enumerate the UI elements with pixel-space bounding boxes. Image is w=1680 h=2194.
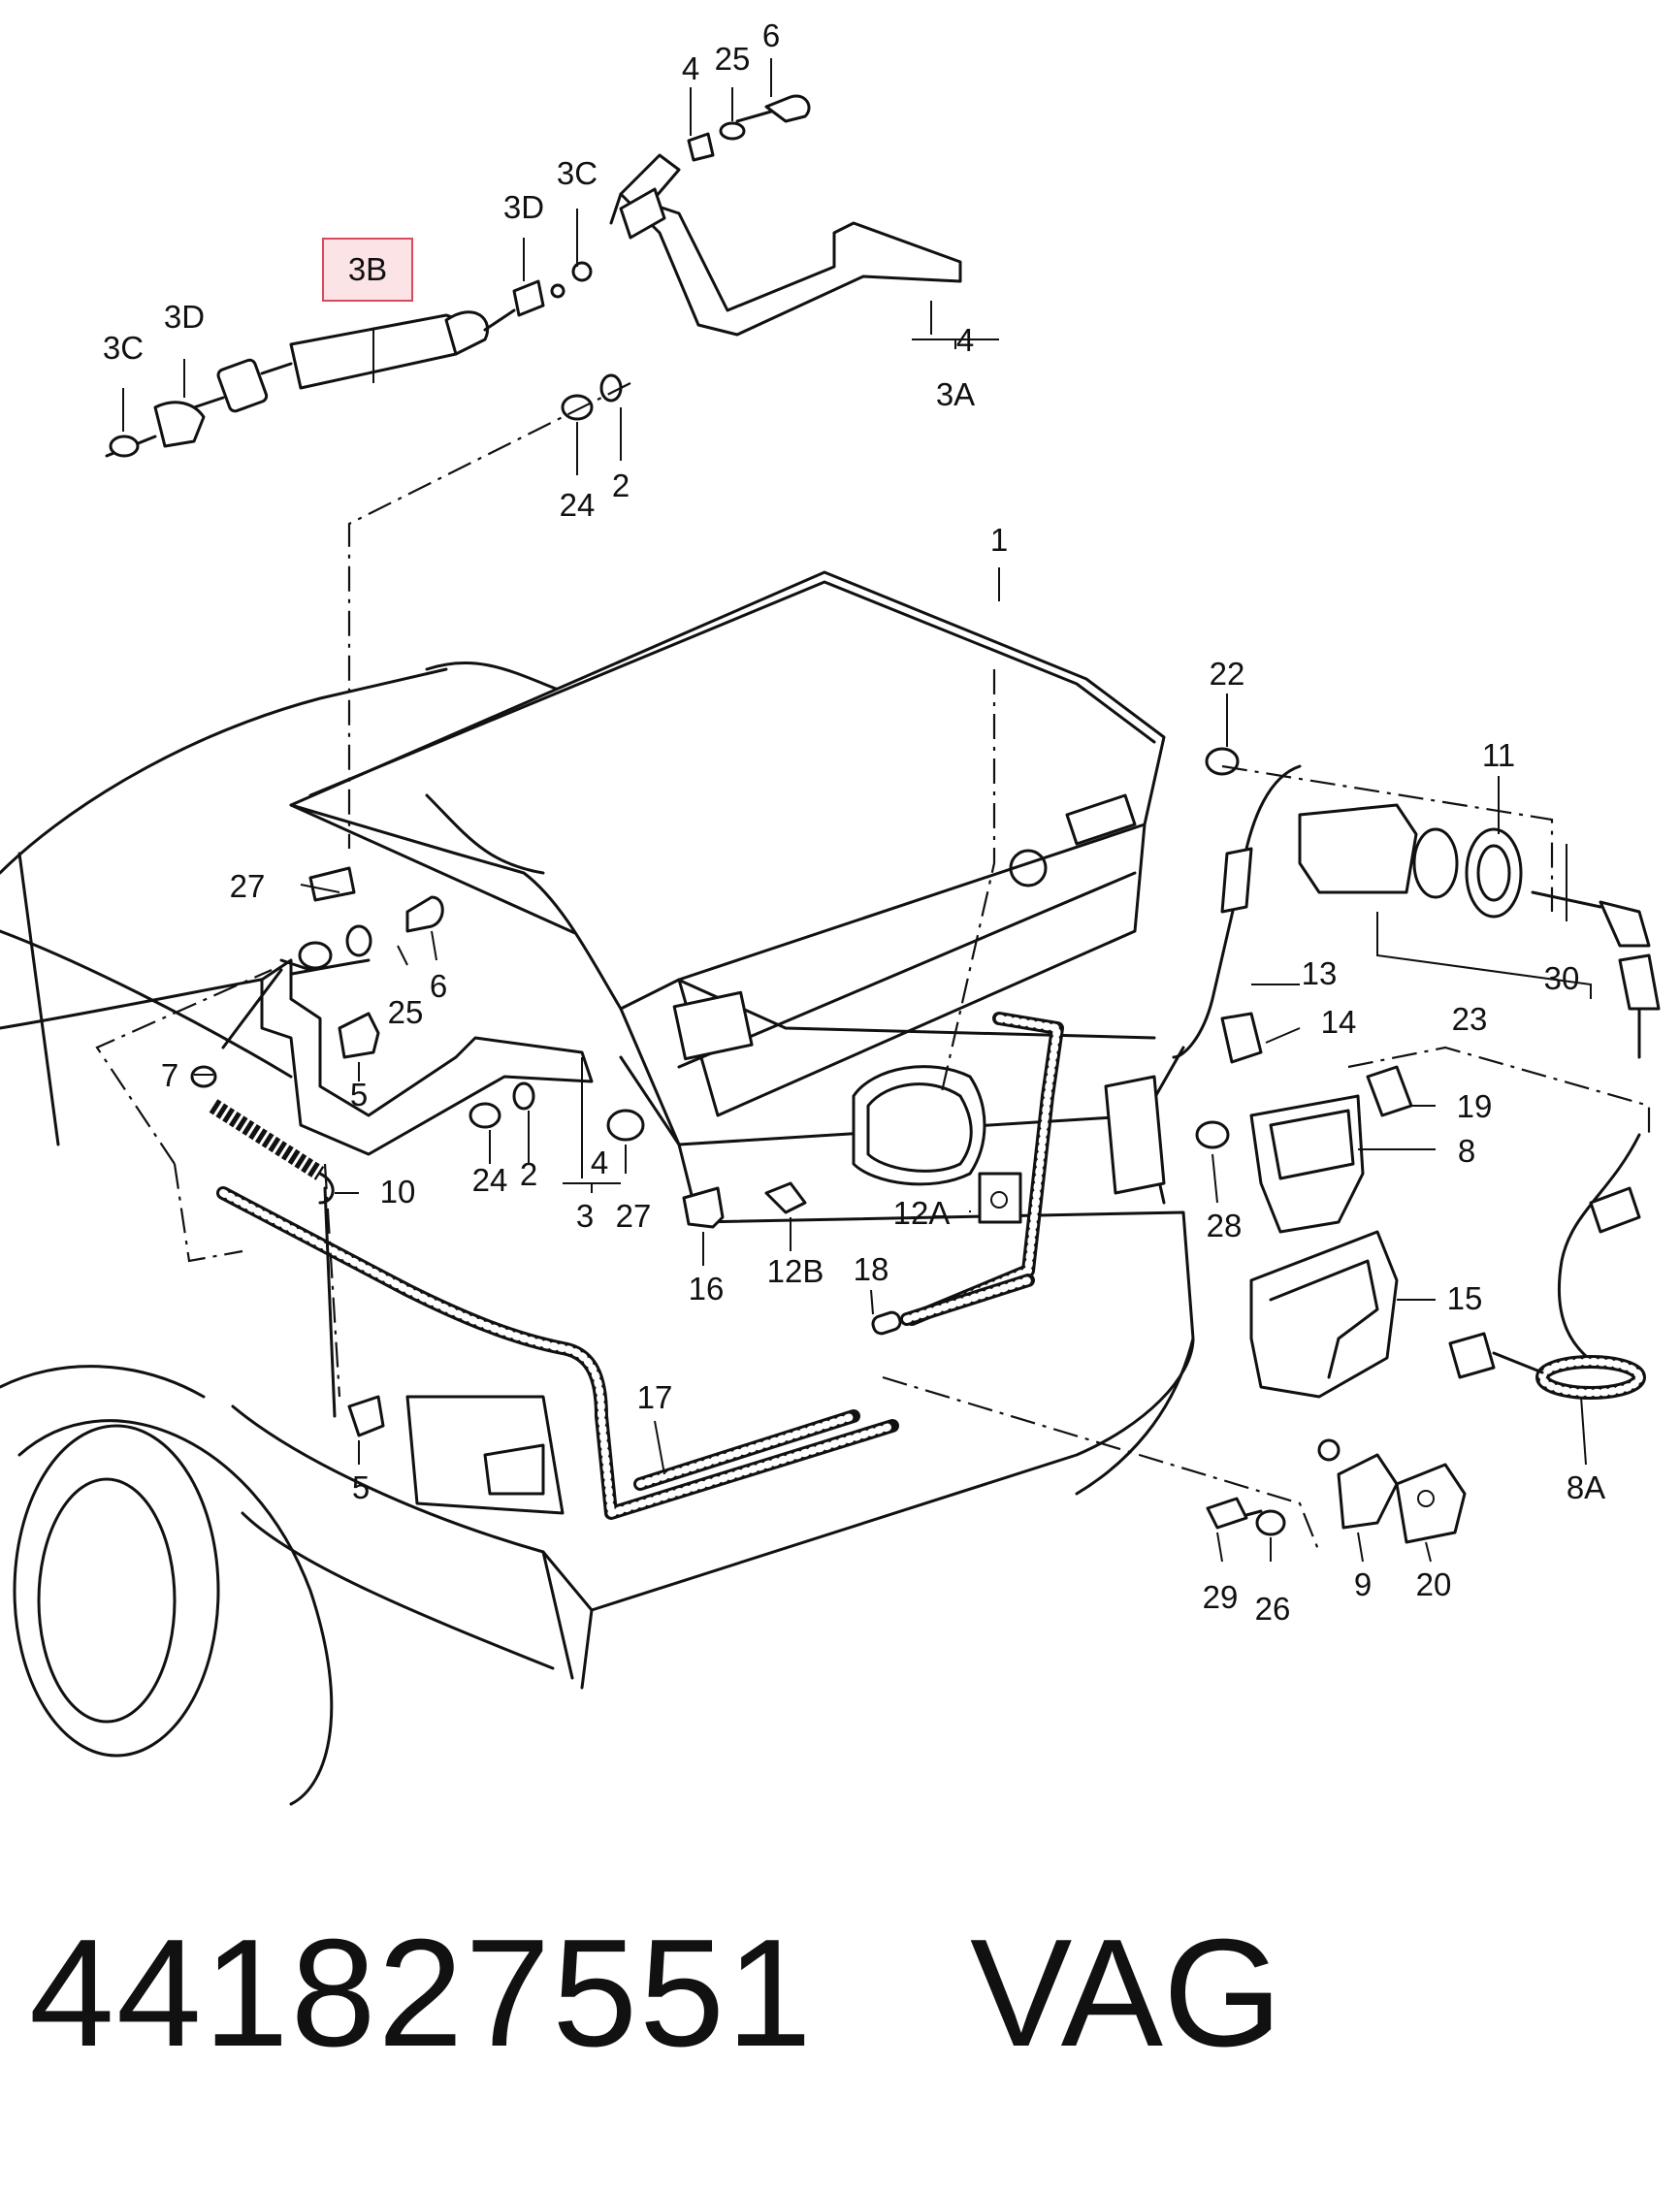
car-body <box>0 661 1195 1806</box>
leader-lines <box>95 382 1651 1553</box>
parts-diagram: 3B 3C 3D 3D 3C 4 25 6 4 3A 24 2 1 22 11 … <box>0 17 1661 1806</box>
label-18[interactable]: 18 <box>854 1251 889 1287</box>
label-25[interactable]: 25 <box>715 41 751 77</box>
label-15[interactable]: 15 <box>1447 1280 1483 1316</box>
label-4[interactable]: 4 <box>682 50 699 86</box>
hardware <box>190 94 902 1437</box>
label-3d[interactable]: 3D <box>503 189 544 225</box>
label-3d[interactable]: 3D <box>164 299 205 335</box>
label-13[interactable]: 13 <box>1302 955 1338 991</box>
label-12b[interactable]: 12B <box>767 1253 824 1289</box>
label-3c[interactable]: 3C <box>103 330 144 366</box>
label-17[interactable]: 17 <box>637 1379 673 1415</box>
lock-cylinder <box>1172 747 1661 1059</box>
label-3a[interactable]: 3A <box>936 376 975 412</box>
label-19[interactable]: 19 <box>1457 1088 1493 1124</box>
label-3b[interactable]: 3B <box>348 251 387 287</box>
label-28[interactable]: 28 <box>1207 1208 1243 1243</box>
label-5[interactable]: 5 <box>352 1469 370 1505</box>
label-1[interactable]: 1 <box>990 522 1008 558</box>
lock-carrier <box>852 1065 1022 1224</box>
label-5[interactable]: 5 <box>350 1077 368 1113</box>
label-8a[interactable]: 8A <box>1567 1469 1605 1505</box>
label-4[interactable]: 4 <box>956 322 974 358</box>
label-16[interactable]: 16 <box>689 1271 725 1307</box>
label-6[interactable]: 6 <box>762 17 780 53</box>
label-6[interactable]: 6 <box>430 968 447 1004</box>
part-labels: 3B 3C 3D 3D 3C 4 25 6 4 3A 24 2 1 22 11 … <box>103 17 1605 1627</box>
label-11[interactable]: 11 <box>1482 737 1515 773</box>
label-7[interactable]: 7 <box>161 1057 178 1093</box>
label-8[interactable]: 8 <box>1458 1133 1475 1169</box>
torsion-spring <box>209 1099 337 1418</box>
label-3c[interactable]: 3C <box>557 155 598 191</box>
hinge-left <box>221 958 594 1156</box>
latch-assembly <box>1195 1012 1646 1544</box>
label-9[interactable]: 9 <box>1354 1566 1372 1602</box>
label-27[interactable]: 27 <box>230 868 266 904</box>
hinge-arm-upper <box>609 153 962 337</box>
footer: 441827551 VAG <box>29 1901 1630 2085</box>
label-2[interactable]: 2 <box>612 468 630 503</box>
label-25[interactable]: 25 <box>388 994 424 1030</box>
label-27[interactable]: 27 <box>616 1198 652 1234</box>
highlight-box-3b <box>322 238 413 302</box>
label-22[interactable]: 22 <box>1210 656 1245 692</box>
label-20[interactable]: 20 <box>1416 1566 1452 1602</box>
label-3[interactable]: 3 <box>576 1198 594 1234</box>
label-23[interactable]: 23 <box>1452 1001 1488 1037</box>
callout-leaders <box>122 58 1592 1563</box>
label-26[interactable]: 26 <box>1255 1591 1291 1627</box>
trunk-lid <box>289 570 1166 1146</box>
part-number: 441827551 <box>29 1908 814 2079</box>
label-30[interactable]: 30 <box>1544 960 1580 996</box>
brand-name: VAG <box>970 1908 1282 2079</box>
gas-strut-assembly <box>105 261 593 458</box>
label-29[interactable]: 29 <box>1203 1579 1239 1615</box>
label-2[interactable]: 2 <box>520 1156 537 1192</box>
label-24[interactable]: 24 <box>560 487 596 523</box>
label-24[interactable]: 24 <box>472 1162 508 1198</box>
label-14[interactable]: 14 <box>1321 1004 1357 1040</box>
label-4[interactable]: 4 <box>591 1145 608 1180</box>
label-12a[interactable]: 12A <box>893 1195 951 1231</box>
label-10[interactable]: 10 <box>380 1174 416 1210</box>
